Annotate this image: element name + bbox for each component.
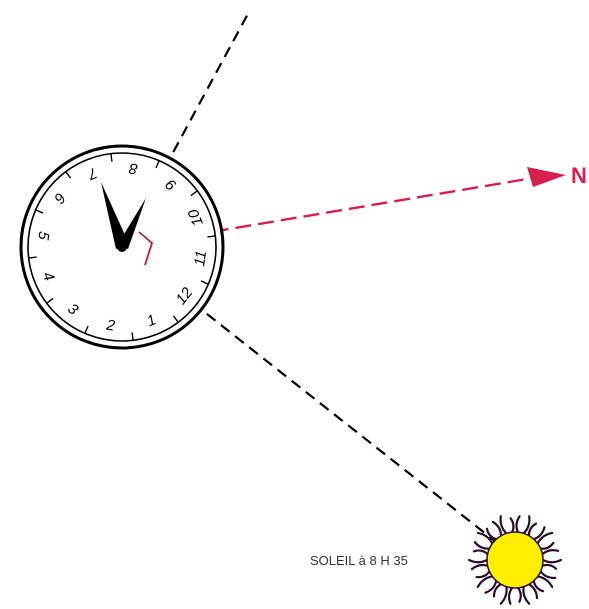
sun-ray	[474, 550, 488, 554]
watch-tick	[111, 154, 112, 162]
sun-icon	[469, 516, 561, 604]
sun-ray	[518, 588, 521, 602]
watch-numeral: 11	[191, 249, 210, 267]
sun-label: SOLEIL à 8 H 35	[310, 553, 408, 568]
sun-ray	[543, 560, 561, 562]
hands-pivot	[117, 242, 127, 252]
sun-ray	[501, 587, 507, 604]
north-arrowhead	[527, 167, 566, 187]
sun-ray	[541, 543, 554, 549]
watch-tick	[132, 332, 133, 340]
sun-ray	[523, 587, 529, 604]
sun-ray	[542, 550, 558, 554]
sun-ray	[475, 542, 490, 549]
sun-ray	[493, 522, 501, 536]
sun-ray	[517, 516, 520, 532]
watch-tick	[207, 236, 215, 237]
sun-ray	[529, 524, 536, 536]
sun-ray	[472, 565, 488, 569]
sun-ray	[501, 516, 507, 533]
sun-ray	[509, 588, 512, 604]
sun-ray	[477, 571, 490, 577]
sun-ray	[542, 565, 556, 569]
north-label: N	[571, 163, 587, 188]
sun-ray	[511, 518, 514, 532]
watch-tick	[29, 257, 37, 258]
sun-disc	[487, 532, 543, 588]
sun-ray	[469, 560, 487, 562]
